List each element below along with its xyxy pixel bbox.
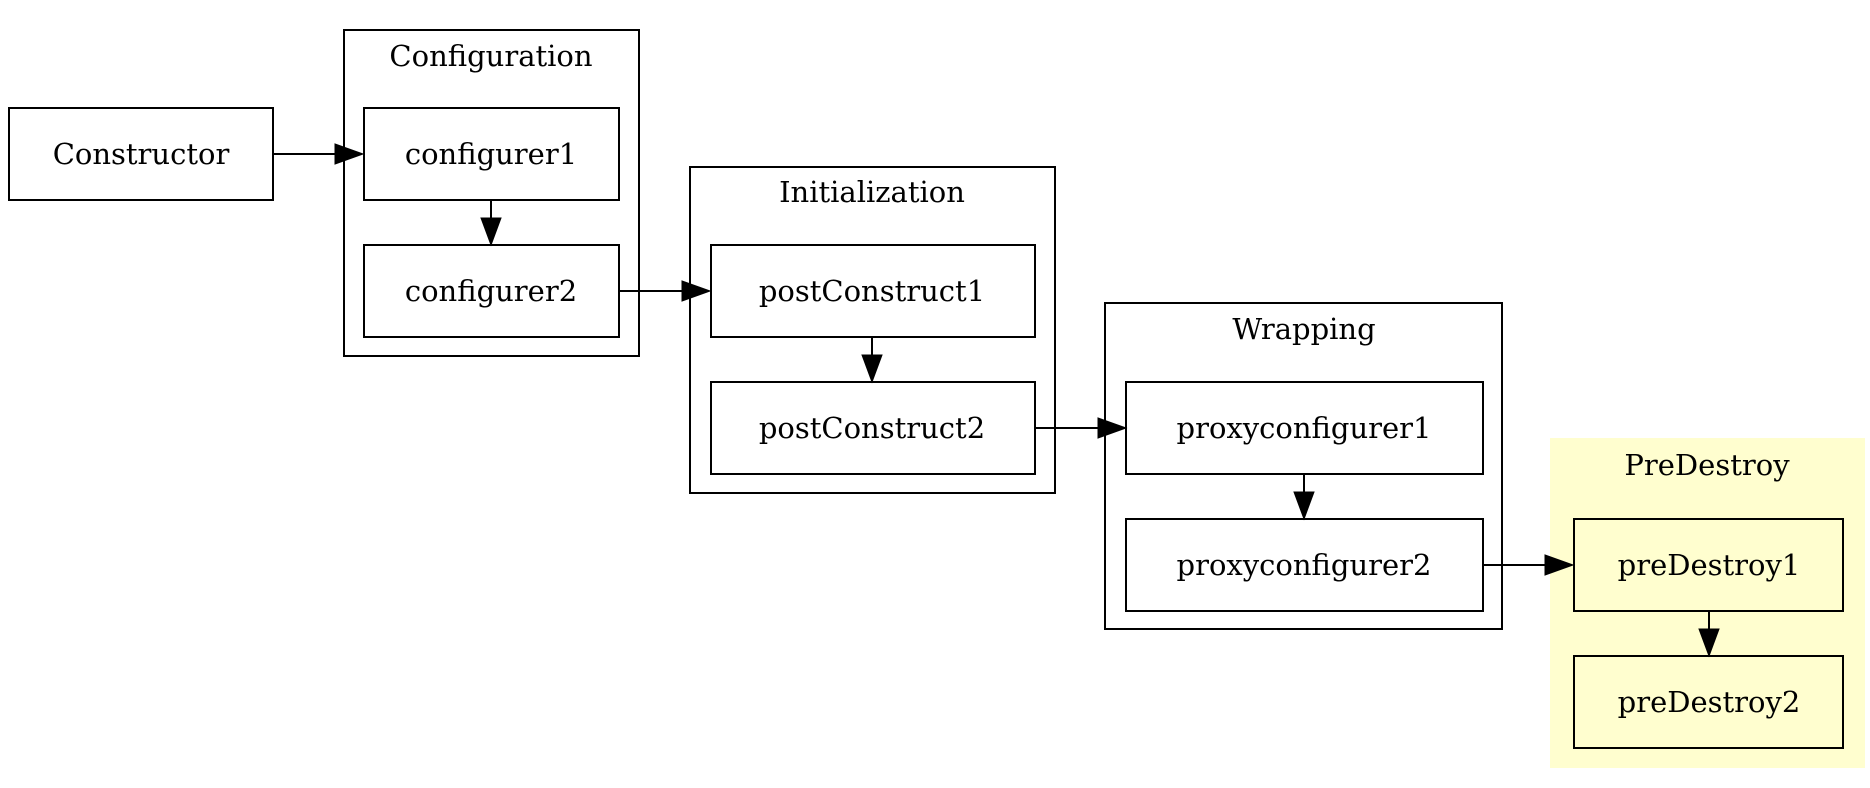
cluster-predestroy: PreDestroy: [1550, 438, 1865, 768]
edge-constructor-configurer1: [273, 143, 365, 165]
node-postconstruct1: postConstruct1: [710, 244, 1036, 338]
node-proxyconfigurer2: proxyconfigurer2: [1125, 518, 1484, 612]
edge-configurer2-postconstruct1: [619, 280, 712, 302]
edge-proxyconfigurer2-predestroy1: [1483, 554, 1575, 576]
node-label-postconstruct2: postConstruct2: [759, 411, 985, 445]
node-label-postconstruct1: postConstruct1: [759, 274, 985, 308]
node-predestroy2: preDestroy2: [1573, 655, 1844, 749]
edge-proxyconfigurer1-proxyconfigurer2: [1293, 474, 1315, 521]
node-label-predestroy1: preDestroy1: [1618, 548, 1801, 582]
cluster-configuration: Configuration: [343, 29, 640, 357]
cluster-title-configuration: Configuration: [389, 39, 592, 73]
node-label-configurer1: configurer1: [405, 137, 577, 171]
node-label-proxyconfigurer2: proxyconfigurer2: [1177, 548, 1432, 582]
node-label-configurer2: configurer2: [405, 274, 577, 308]
node-postconstruct2: postConstruct2: [710, 381, 1036, 475]
edge-postconstruct2-proxyconfigurer1: [1035, 417, 1128, 439]
edge-configurer1-configurer2: [480, 200, 502, 247]
cluster-wrapping: Wrapping: [1104, 302, 1503, 630]
node-label-proxyconfigurer1: proxyconfigurer1: [1177, 411, 1432, 445]
cluster-title-initialization: Initialization: [779, 175, 965, 209]
node-proxyconfigurer1: proxyconfigurer1: [1125, 381, 1484, 475]
node-configurer1: configurer1: [363, 107, 620, 201]
node-constructor: Constructor: [8, 107, 274, 201]
node-predestroy1: preDestroy1: [1573, 518, 1844, 612]
cluster-initialization: Initialization: [689, 166, 1056, 494]
node-label-constructor: Constructor: [53, 137, 230, 171]
cluster-title-wrapping: Wrapping: [1232, 312, 1375, 346]
edge-postconstruct1-postconstruct2: [861, 337, 883, 384]
edge-predestroy1-predestroy2: [1698, 611, 1720, 658]
cluster-title-predestroy: PreDestroy: [1624, 448, 1790, 482]
node-label-predestroy2: preDestroy2: [1618, 685, 1801, 719]
node-configurer2: configurer2: [363, 244, 620, 338]
